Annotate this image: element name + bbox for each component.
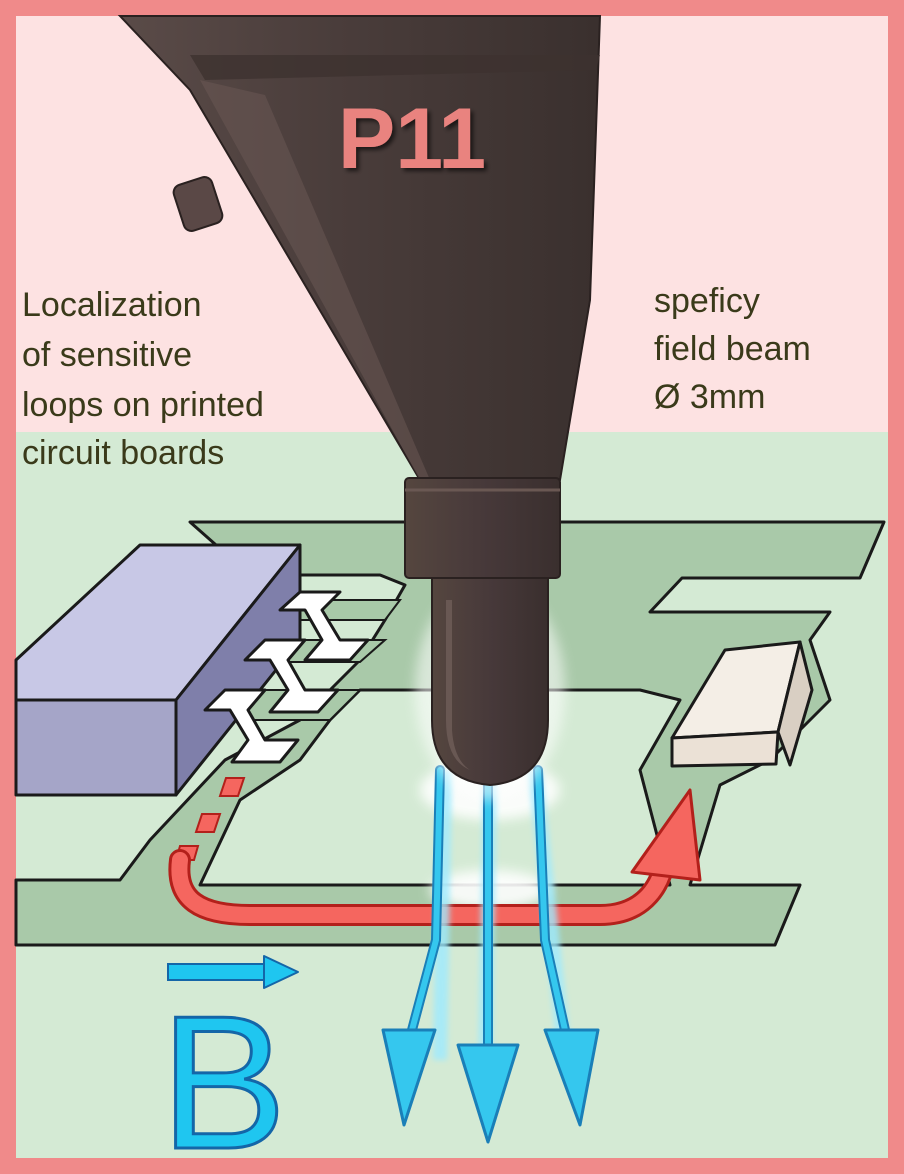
field-arrow-head bbox=[543, 1028, 600, 1127]
smd-front bbox=[670, 730, 780, 768]
current-arrow bbox=[168, 788, 702, 926]
probe-knob bbox=[172, 176, 224, 232]
current-arrow-head bbox=[630, 788, 702, 882]
annotation-line: field beam bbox=[654, 330, 811, 368]
probe-label: P11 bbox=[338, 91, 486, 187]
left-annotation: Localization of sensitive loops on print… bbox=[22, 286, 264, 472]
annotation-line: speficy bbox=[654, 282, 760, 320]
field-arrow-head bbox=[381, 1028, 437, 1127]
probe-band bbox=[190, 55, 600, 80]
annotation-line: of sensitive bbox=[22, 336, 192, 374]
probe-collar bbox=[404, 477, 561, 579]
b-vector: B bbox=[159, 955, 299, 1174]
current-dash bbox=[218, 777, 246, 797]
smd-side bbox=[776, 640, 814, 767]
right-annotation: speficy field beam Ø 3mm bbox=[654, 282, 811, 416]
chip-front bbox=[14, 698, 178, 797]
probe-tip bbox=[431, 577, 549, 787]
field-arrow-head bbox=[456, 1043, 520, 1144]
chip-leg bbox=[243, 638, 340, 714]
annotation-line: loops on printed bbox=[22, 386, 264, 424]
probe bbox=[117, 15, 602, 787]
annotation-line: Ø 3mm bbox=[654, 378, 765, 416]
chip-leg bbox=[278, 590, 370, 662]
probe-highlight bbox=[200, 80, 430, 480]
annotation-line: circuit boards bbox=[22, 434, 224, 472]
annotation-line: Localization bbox=[22, 286, 202, 324]
ic-chip bbox=[14, 543, 302, 797]
chip-leg bbox=[203, 688, 300, 764]
field-lines bbox=[381, 765, 600, 1144]
current-dash bbox=[194, 813, 222, 833]
vector-arrow-head bbox=[263, 955, 299, 989]
vector-letter: B bbox=[160, 977, 287, 1174]
chip-legs bbox=[203, 590, 370, 764]
smd-component bbox=[670, 640, 814, 768]
